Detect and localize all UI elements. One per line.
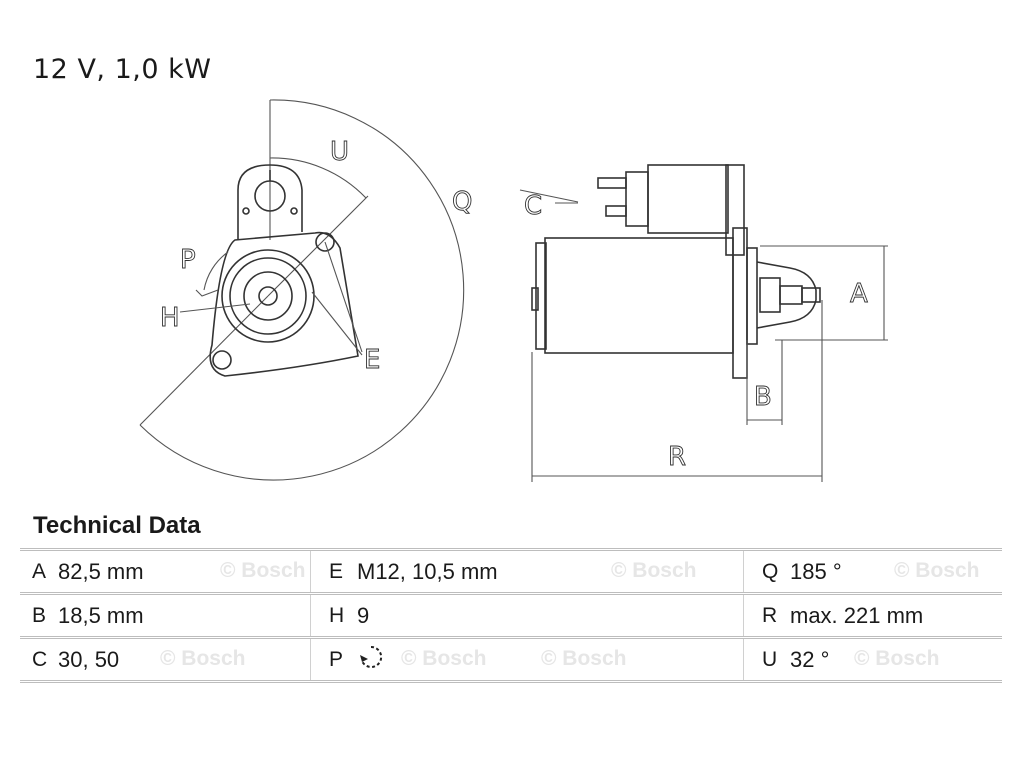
spec-key: E [329,559,344,583]
spec-key: R [762,603,778,627]
watermark-text: © Bosch [541,647,627,670]
label-c: C [524,191,542,221]
table-row: B 18,5 mm H 9 R max. 221 mm [20,595,1002,639]
shaft-tip [801,287,821,303]
watermark-text: © Bosch [611,559,697,582]
terminal-stud [597,177,627,189]
side-view: C A B R [519,164,888,482]
spec-key: B [32,603,47,627]
watermark-text: © Bosch [894,559,980,582]
motor-body [544,237,734,354]
solenoid-cap [625,171,649,227]
front-view: U Q P H E [139,99,473,481]
terminal-stud [605,205,627,217]
drive-housing [746,247,758,345]
label-e: E [364,345,380,375]
solenoid-lug [237,164,303,240]
product-spec-title: 12 V, 1,0 kW [33,54,212,85]
flange-hole [315,232,335,252]
pinion-housing-outer [221,249,315,343]
leader-e [311,291,363,356]
table-cell: H 9 [310,595,743,636]
mounting-plate [732,227,748,379]
table-cell: A 82,5 mm © Bosch [20,551,310,592]
spec-value: M12, 10,5 mm [357,558,498,584]
flange-hole [212,350,232,370]
watermark-text: © Bosch [220,559,306,582]
spec-key: H [329,603,345,627]
pinion-housing-inner [229,257,307,335]
reference-line-u [267,195,369,297]
technical-data-heading: Technical Data [33,512,201,539]
spec-key: Q [762,559,779,583]
spec-value: 32 ° [790,646,830,672]
spec-value: 18,5 mm [58,602,144,628]
lug-rivet [242,207,250,215]
pinion [759,277,781,313]
table-cell: R max. 221 mm [743,595,1002,636]
label-r: R [668,442,686,472]
label-h: H [160,303,180,333]
table-cell: P © Bosch © Bosch [310,639,743,680]
drive-nose [756,261,817,329]
label-q: Q [452,187,472,217]
label-b: B [754,382,772,412]
spec-value: 30, 50 [58,646,120,672]
spec-key: A [32,559,47,583]
label-a: A [850,279,868,309]
spec-key: C [32,647,48,671]
leader-e [324,241,363,353]
spec-key: P [329,647,344,671]
motor-bolt [531,287,539,311]
rotation-arc-p [203,251,229,291]
table-cell: E M12, 10,5 mm © Bosch [310,551,743,592]
pinion-gear [243,271,293,321]
leader-h [179,303,251,313]
table-row: C 30, 50 © Bosch P © Bosch © Bosch U 32 … [20,639,1002,683]
solenoid-body [647,164,729,234]
lug-rivet [290,207,298,215]
pinion-shaft [258,286,278,306]
motor-endcap [535,242,547,350]
angle-u-arc [269,157,367,199]
rotation-direction-icon [357,643,385,676]
technical-data-table: A 82,5 mm © Bosch E M12, 10,5 mm © Bosch… [20,548,1002,683]
spec-value: 82,5 mm [58,558,144,584]
table-cell: B 18,5 mm [20,595,310,636]
watermark-text: © Bosch [854,647,940,670]
watermark-text: © Bosch [401,647,487,670]
mounting-flange [209,231,359,377]
arrow-c [519,189,579,203]
reference-line-diagonal [139,295,269,426]
spec-key: U [762,647,778,671]
solenoid-end [725,164,745,256]
spec-value: 185 ° [790,558,842,584]
label-u: U [330,137,349,167]
starter-motor-drawing: U Q P H E C A B R [139,99,888,482]
angle-q-arc [139,99,465,481]
table-cell: U 32 ° © Bosch [743,639,1002,680]
table-row: A 82,5 mm © Bosch E M12, 10,5 mm © Bosch… [20,551,1002,595]
rotation-indicator [195,289,219,297]
spec-value: max. 221 mm [790,602,924,628]
table-cell: C 30, 50 © Bosch [20,639,310,680]
table-cell: Q 185 ° © Bosch [743,551,1002,592]
shaft [779,285,803,305]
spec-value: 9 [357,602,370,628]
label-p: P [180,245,196,275]
watermark-text: © Bosch [160,647,246,670]
